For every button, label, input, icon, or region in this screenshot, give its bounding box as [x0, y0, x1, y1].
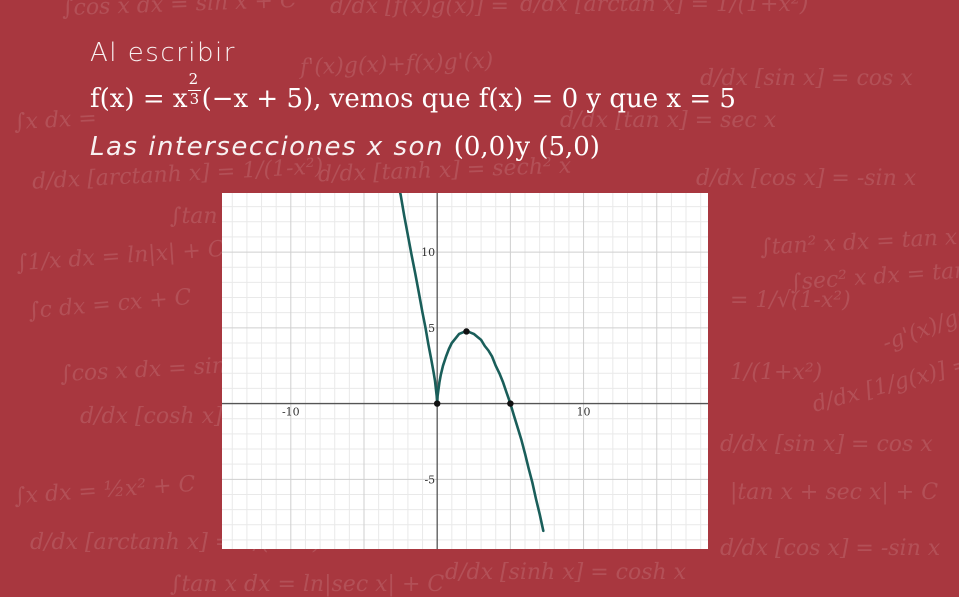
function-rest: (−x + 5), vemos que f(x) = 0 y que x = 5: [201, 84, 736, 114]
background-formula: d/dx [sin x] = cos x: [720, 432, 933, 457]
x-tick-label: -10: [282, 406, 300, 419]
background-formula: d/dx [cos x] = -sin x: [696, 166, 917, 191]
background-formula: d/dx [cos x] = -sin x: [720, 536, 941, 561]
function-curve: [397, 185, 545, 533]
background-formula: = 1/√(1-x²): [730, 288, 851, 313]
background-formula: d/dx [1/g(x)] =: [809, 351, 959, 418]
background-formula: ∫tan x dx = ln|sec x| + C: [170, 572, 445, 597]
graph-point: [507, 400, 514, 407]
background-formula: ∫x dx =: [13, 105, 98, 136]
graph-point: [433, 400, 441, 407]
function-lhs: f(x) = x: [90, 84, 188, 114]
background-formula: d/dx [sin x] = cos x: [700, 66, 913, 91]
background-formula: |tan x + sec x| + C: [730, 480, 939, 505]
background-formula: d/dx [f(x)g(x)] =: [330, 0, 509, 19]
exponent-denominator: 3: [189, 90, 200, 108]
y-tick-label: -5: [424, 473, 435, 486]
function-graph: -10 10 10 5 -5: [222, 185, 708, 549]
background-formula: ∫1/x dx = ln|x| + C: [15, 236, 226, 277]
background-formula: 1/(1+x²): [730, 360, 823, 385]
intercepts-values: (0,0)y (5,0): [453, 132, 600, 162]
y-tick-label: 10: [421, 246, 435, 259]
background-formula: ∫x dx = ½x² + C: [13, 471, 197, 510]
intercepts-prefix: Las intersecciones x son: [90, 132, 454, 162]
minor-grid: [222, 193, 708, 549]
intercepts-statement: Las intersecciones x son (0,0)y (5,0): [90, 132, 600, 162]
background-formula: ∫tan² x dx = tan x - x + C: [759, 221, 959, 261]
y-tick-label: 5: [428, 322, 435, 335]
background-formula: -g'(x)/g(x)²: [879, 292, 959, 357]
exponent-numerator: 2: [188, 70, 199, 88]
intro-text: Al escribir: [90, 38, 236, 68]
graph-point: [463, 328, 470, 335]
key-points: [433, 328, 514, 407]
curve-group: [397, 185, 545, 533]
background-formula: d/dx [arctan x] = 1/(1+x²): [520, 0, 809, 17]
fraction-bar: [187, 90, 201, 91]
major-grid: [222, 193, 708, 549]
axes: [222, 193, 708, 549]
background-formula: ∫c dx = cx + C: [27, 284, 193, 325]
background-formula: d/dx [tan x] = sec x: [560, 108, 777, 133]
background-formula: ∫cos x dx = sin x + C: [61, 0, 298, 22]
x-tick-label: 10: [577, 406, 591, 419]
graph-canvas: -10 10 10 5 -5: [222, 185, 708, 549]
background-formula: d/dx [sinh x] = cosh x: [445, 560, 687, 585]
background-formula: f'(x)g(x)+f(x)g'(x): [299, 48, 494, 81]
tick-labels: -10 10 10 5 -5: [282, 246, 591, 486]
